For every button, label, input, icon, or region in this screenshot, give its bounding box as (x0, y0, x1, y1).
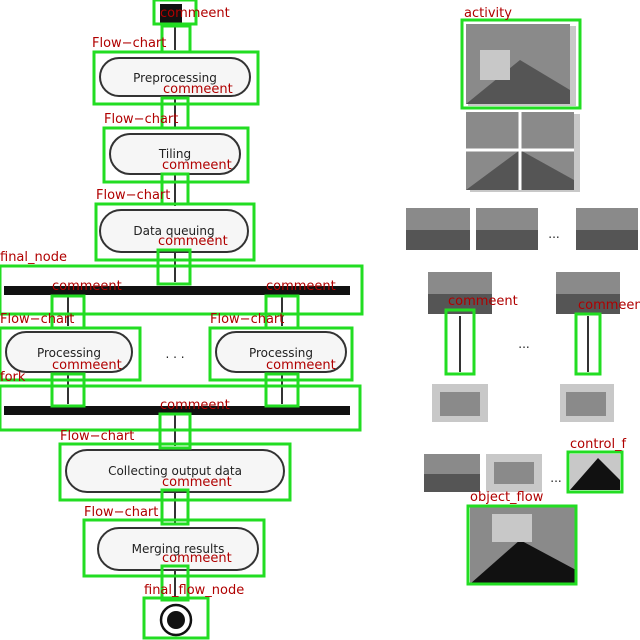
output-row-ellipsis: ... (550, 471, 561, 485)
annotation-label-comment: commeent (448, 294, 518, 309)
annotation-box-object-flow (466, 504, 578, 586)
annotation-label-flow-chart: Flow−chart (104, 112, 178, 127)
annotation-box-comment (264, 372, 300, 408)
annotation-label-flow-chart: Flow−chart (92, 36, 166, 51)
annotation-box-comment (574, 312, 602, 376)
tile-arrow-ellipsis: ... (518, 337, 529, 351)
annotation-box-comment (160, 564, 190, 602)
processed-tiles (432, 384, 614, 422)
annotation-box-final-node (0, 264, 364, 316)
processing-left-label: Processing (37, 346, 101, 360)
annotation-label-comment: commeent (162, 475, 232, 490)
annotation-label-comment: commeent (266, 279, 336, 294)
annotation-label-fork: fork (0, 370, 26, 385)
annotation-box-fork (0, 384, 362, 432)
annotation-label-comment: commeent (160, 6, 230, 21)
annotation-label-comment: commeent (163, 82, 233, 97)
annotation-label-flow-chart: Flow−chart (96, 188, 170, 203)
annotation-box-flow-chart (92, 50, 260, 106)
annotation-label-comment: commeent (162, 551, 232, 566)
annotation-label-control-flow: control_f (570, 437, 627, 452)
annotation-label-comment: commeent (160, 398, 230, 413)
annotation-box-control-flow (566, 450, 624, 494)
annotation-box-flow-chart (208, 326, 354, 382)
annotation-box-final-flow-node (142, 596, 210, 640)
join-bar (4, 286, 350, 295)
tile-row (406, 208, 638, 250)
merged-output-image (470, 506, 576, 584)
annotation-label-final-node: final_node (0, 250, 67, 265)
annotation-box-flow-chart (58, 442, 292, 502)
annotation-label-flow-chart: Flow−chart (0, 312, 74, 327)
selected-tiles (428, 272, 620, 314)
annotation-box-flow-chart (0, 326, 142, 382)
start-node (160, 4, 182, 24)
fork-bar (4, 406, 350, 415)
preprocessing-label: Preprocessing (133, 71, 217, 85)
output-tiles-row (424, 454, 620, 492)
annotation-box-comment (444, 308, 476, 376)
annotation-box-comment (158, 412, 192, 450)
annotation-box-flow-chart (94, 202, 256, 262)
collecting-label: Collecting output data (108, 464, 242, 478)
merging-label: Merging results (132, 542, 225, 556)
annotation-label-comment: commeent (578, 298, 640, 313)
tiling-label: Tiling (158, 147, 191, 161)
merging-node (97, 527, 259, 571)
annotation-box-flow-chart (102, 126, 250, 184)
data-queuing-label: Data queuing (133, 224, 214, 238)
annotation-label-object-flow: object_flow (470, 490, 544, 505)
annotation-label-comment: commeent (52, 279, 122, 294)
tile-row-ellipsis: ... (548, 227, 559, 241)
annotation-label-final-flow-node: final_flow_node (144, 583, 244, 598)
annotation-label-comment: commeent (158, 234, 228, 249)
annotation-box-activity (460, 18, 582, 110)
annotation-label-flow-chart: Flow−chart (210, 312, 284, 327)
annotation-box-flow-chart (82, 518, 266, 578)
final-flow-node-center (167, 611, 185, 629)
tiled-image (466, 112, 580, 192)
activity-image (466, 24, 576, 106)
annotation-label-flow-chart: Flow−chart (84, 505, 158, 520)
annotation-box-comment (152, 0, 198, 26)
annotation-label-comment: commeent (52, 358, 122, 373)
annotation-label-comment: commeent (266, 358, 336, 373)
annotation-box-comment (160, 488, 190, 526)
processing-ellipsis: . . . (165, 347, 184, 361)
processing-right-label: Processing (249, 346, 313, 360)
annotation-label-activity: activity (464, 6, 512, 21)
annotation-box-comment (50, 372, 86, 408)
annotation-label-comment: commeent (162, 158, 232, 173)
annotation-label-flow-chart: Flow−chart (60, 429, 134, 444)
